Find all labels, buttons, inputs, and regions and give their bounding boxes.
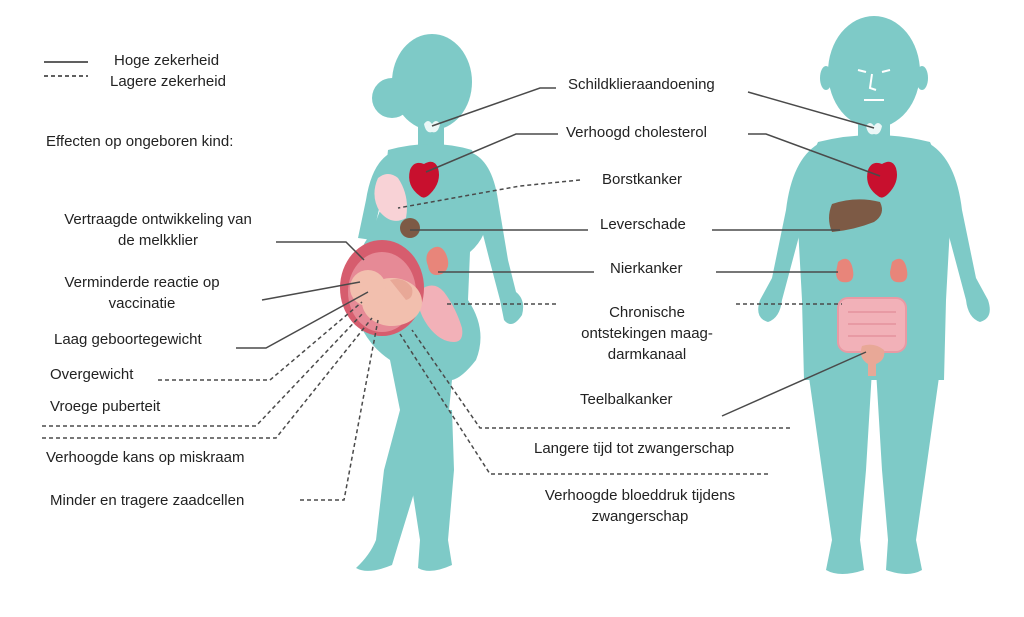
line-cholesterol-man (748, 133, 881, 177)
label-zaadcellen: Minder en tragere zaadcellen (50, 492, 245, 509)
line-geboortegewicht (236, 291, 369, 349)
label-zwangerschap: Langere tijd tot zwangerschap (534, 440, 735, 457)
woman-heart-icon (409, 161, 439, 198)
line-puberteit (42, 311, 365, 427)
label-darm: Chronische ontstekingen maag- darmkanaal (562, 302, 732, 365)
man-testis-icon (860, 344, 885, 376)
woman-organs (340, 121, 463, 342)
connector-lines (42, 87, 881, 501)
line-zwangerschap (411, 329, 790, 429)
line-schildklier-man (747, 91, 875, 129)
label-teelbal: Teelbalkanker (580, 391, 673, 408)
label-melkklier: Vertraagde ontwikkeling van de melkklier (48, 209, 268, 251)
man-liver-icon (829, 199, 882, 232)
label-miskraam: Verhoogde kans op miskraam (46, 449, 245, 466)
line-schildklier-woman (431, 87, 556, 127)
line-bloeddruk (399, 333, 768, 475)
label-borstkanker: Borstkanker (602, 171, 683, 188)
label-vaccinatie-line1: Verminderde reactie op (64, 274, 220, 291)
woman-kidney-icon (426, 246, 449, 275)
man-organs (829, 123, 908, 376)
line-melkklier (276, 241, 365, 261)
label-darm-line3: darmkanaal (607, 346, 687, 363)
man-heart-icon (867, 161, 897, 198)
woman-intestine-icon (418, 285, 463, 342)
line-teelbal (721, 351, 867, 417)
label-bloeddruk-line2: zwangerschap (591, 508, 689, 525)
label-schildklier: Schildklieraandoening (568, 76, 715, 93)
label-vaccinatie: Verminderde reactie op vaccinatie (42, 272, 242, 314)
line-cholesterol-woman (425, 133, 558, 173)
label-cholesterol: Verhoogd cholesterol (566, 124, 707, 141)
label-melkklier-line2: de melkklier (117, 232, 199, 249)
man-kidney-right-icon (890, 258, 908, 283)
label-darm-line1: Chronische (609, 304, 685, 321)
left-heading: Effecten op ongeboren kind: (46, 133, 234, 150)
label-melkklier-line1: Vertraagde ontwikkeling van (64, 211, 252, 228)
label-darm-line2: ontstekingen maag- (581, 325, 713, 342)
line-miskraam (42, 317, 373, 439)
man-kidney-left-icon (836, 258, 854, 283)
man-thyroid-icon (866, 123, 882, 135)
man-face-icon (857, 69, 891, 101)
woman-liver-icon (400, 218, 420, 238)
label-bloeddruk-line1: Verhoogde bloeddruk tijdens (544, 487, 736, 504)
legend-low-label: Lagere zekerheid (110, 73, 226, 90)
label-nierkanker: Nierkanker (610, 260, 683, 277)
man-intestine-icon (837, 297, 907, 353)
man-figure (758, 16, 990, 574)
label-vaccinatie-line2: vaccinatie (108, 295, 176, 312)
legend-high-label: Hoge zekerheid (114, 52, 220, 69)
label-overgewicht: Overgewicht (50, 366, 134, 383)
label-puberteit: Vroege puberteit (50, 398, 161, 415)
woman-breast-icon (374, 174, 407, 221)
line-overgewicht (158, 301, 363, 381)
line-vaccinatie (261, 281, 361, 301)
line-zaadcellen (300, 319, 379, 501)
label-geboortegewicht: Laag geboortegewicht (54, 331, 202, 348)
label-leverschade: Leverschade (600, 216, 686, 233)
label-bloeddruk: Verhoogde bloeddruk tijdens zwangerschap (522, 485, 758, 527)
line-borstkanker (397, 179, 581, 209)
